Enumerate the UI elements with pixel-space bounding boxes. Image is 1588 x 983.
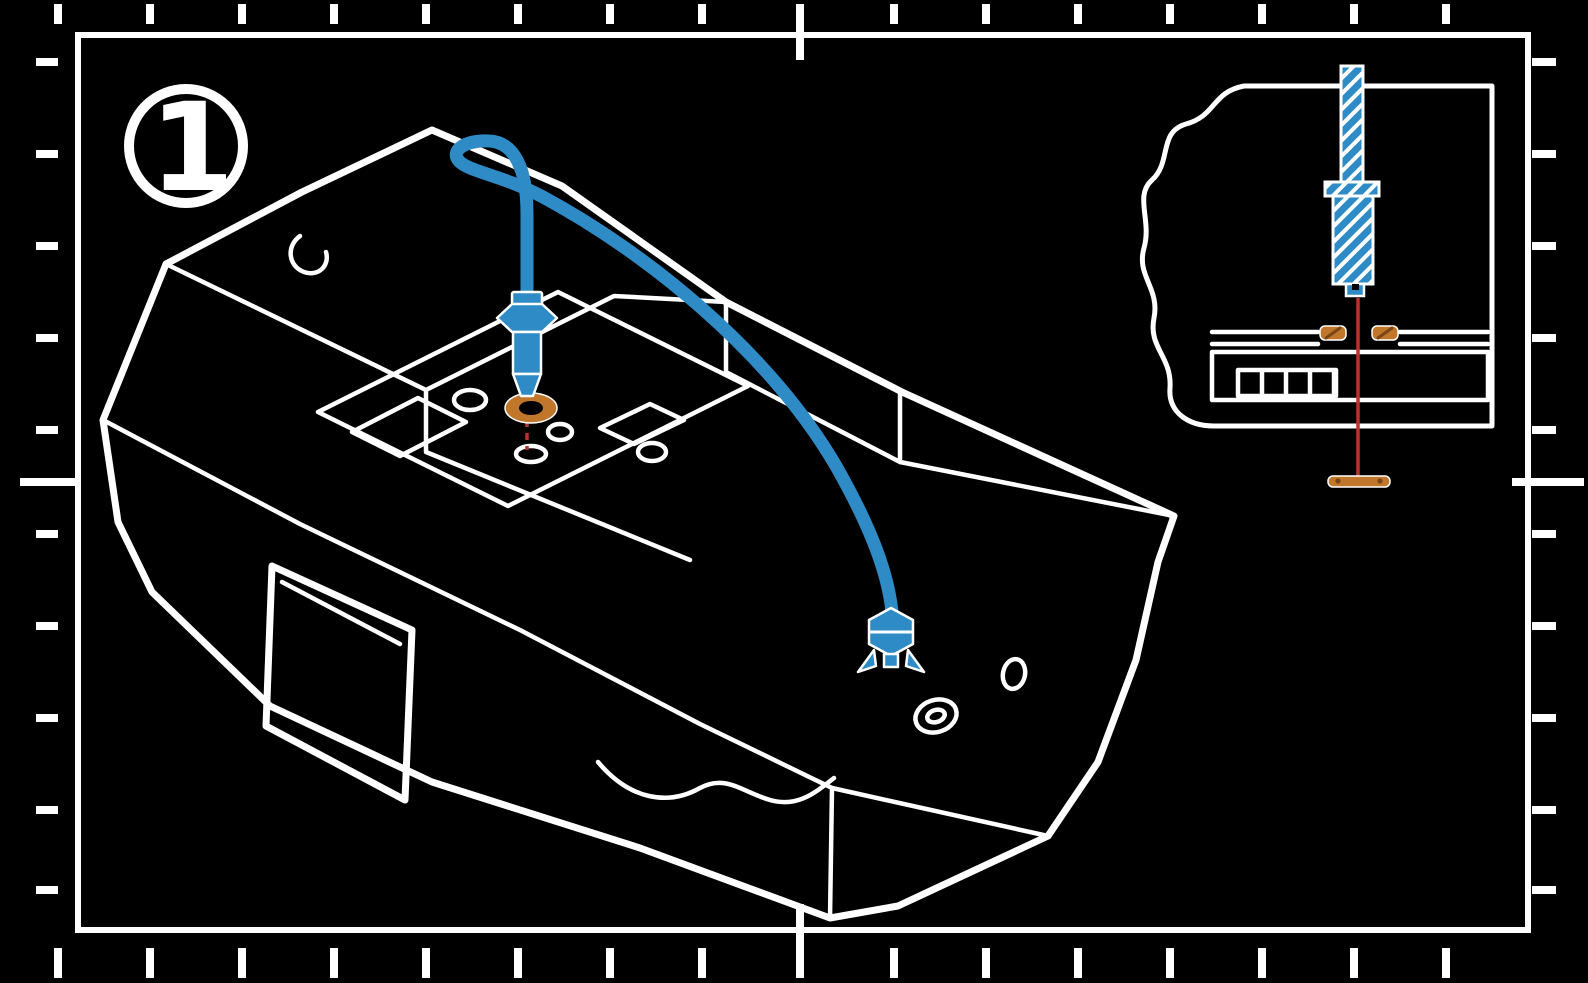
bolt-shaft <box>1339 64 1365 186</box>
bolt-flange <box>1323 180 1381 198</box>
seat-block <box>1209 349 1491 403</box>
front-corner-edge <box>827 785 835 921</box>
recess-outline <box>315 289 751 509</box>
recess-slot-b <box>597 401 687 447</box>
step-badge: 1 <box>124 77 248 219</box>
curl-detail <box>288 233 330 276</box>
outlet-wing-left <box>856 648 878 674</box>
bolt-body <box>1331 194 1375 286</box>
fitting-hex-nut <box>495 302 559 334</box>
machine-silhouette <box>99 126 1178 922</box>
recess-slot-a <box>349 395 469 459</box>
top-recess <box>315 289 751 509</box>
bolt-tip-notch <box>1352 284 1359 290</box>
deck-hole <box>513 443 549 465</box>
fitting-barrel <box>511 330 543 376</box>
seat-thread-ticks <box>1259 369 1337 397</box>
port-large-inner <box>924 707 948 725</box>
access-door <box>262 562 416 804</box>
inset-boundary <box>1139 83 1495 429</box>
registration-ticks <box>20 4 1584 978</box>
recess-hole-b <box>545 421 575 443</box>
lower-washer-body <box>1327 475 1391 488</box>
washer <box>504 392 558 424</box>
hose <box>449 134 899 619</box>
outlet-fitting <box>856 606 926 674</box>
diagram-frame <box>75 32 1531 933</box>
seat-surface-right <box>1397 329 1491 347</box>
recess-hole-a <box>451 387 489 413</box>
lower-washer-dot-left <box>1335 478 1341 484</box>
upper-washer-right-slash <box>1376 326 1394 340</box>
outlet-tip <box>882 652 900 669</box>
raised-block-base <box>163 261 729 393</box>
right-step-lower <box>897 459 1177 519</box>
port-large-outer <box>913 697 959 735</box>
cable <box>595 759 837 805</box>
outlet-wing-right <box>904 648 926 674</box>
washer-hole <box>519 401 543 415</box>
upper-washer-section <box>1319 325 1399 341</box>
upper-washer-left-slash <box>1324 326 1342 340</box>
bolt <box>1323 64 1381 298</box>
deck-front-edge <box>100 417 1051 839</box>
port-small <box>1000 656 1028 692</box>
port-large <box>913 697 959 735</box>
seat-surface-left <box>1209 329 1321 347</box>
recess-hole-c <box>635 440 669 464</box>
lower-washer <box>1327 475 1391 488</box>
step-badge-circle <box>124 84 248 208</box>
door-inner-line <box>279 579 403 647</box>
fitting-nozzle <box>511 372 543 398</box>
machine-illustration <box>99 126 1178 922</box>
raised-block-edge <box>423 387 693 563</box>
detail-inset <box>1139 64 1495 488</box>
seat-section <box>1209 329 1491 403</box>
step-number: 1 <box>150 77 235 219</box>
inlet-fitting <box>495 290 559 398</box>
door-outline <box>262 562 416 804</box>
lower-washer-dot-right <box>1377 478 1383 484</box>
